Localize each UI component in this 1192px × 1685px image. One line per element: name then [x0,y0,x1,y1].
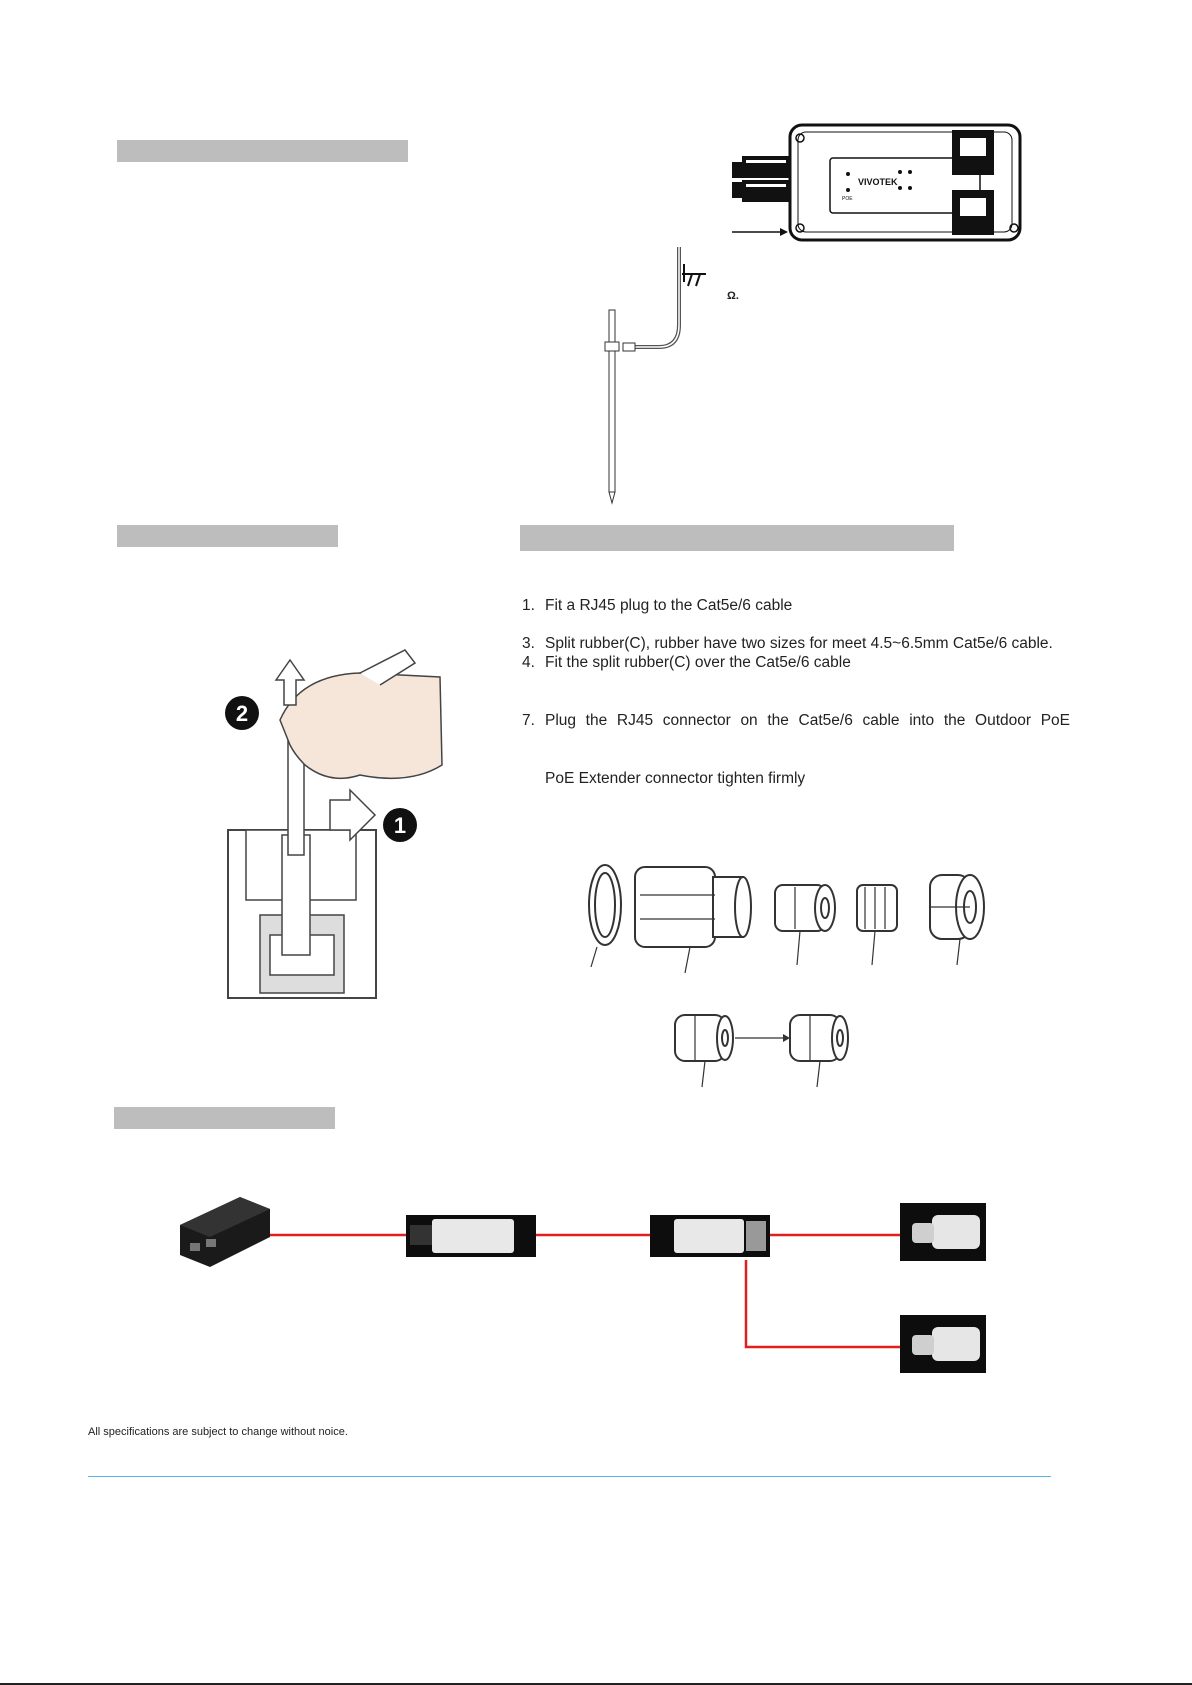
step-4: 4. Fit the split rubber(C) over the Cat5e… [522,653,851,672]
footer-disclaimer: All specifications are subject to change… [88,1426,348,1438]
step-3: 3. Split rubber(C), rubber have two sizes… [522,634,1053,653]
ground-symbol-icon [682,264,706,287]
step-7-continued: PoE Extender connector tighten firmly [545,769,805,788]
rj45-removal-illustration: 2 1 [225,649,443,999]
step-number: 1. [522,597,535,614]
poe-extender-device-illustration: VIVOTEK POE [732,123,1022,242]
application-diagram [180,1197,986,1373]
section-header-bar-rj45 [117,525,338,547]
bullet-camera-icon [900,1315,986,1373]
step-text: Plug the RJ45 connector on the Cat5e/6 c… [545,712,1070,729]
step-7: 7. Plug the RJ45 connector on the Cat5e/6… [522,711,1070,730]
section-header-bar-application [114,1107,335,1129]
callout-2: 2 [236,701,248,726]
section-header-bar-installation [520,525,954,551]
step-text: PoE Extender connector tighten firmly [545,770,806,787]
device-brand-logo: VIVOTEK [858,177,898,187]
step-number: 7. [522,712,535,729]
ground-rod-illustration [604,247,681,505]
poe-extender-icon [406,1215,536,1257]
step-number: 3. [522,635,535,652]
device-poe-label: POE [842,196,853,202]
step-text: Fit a RJ45 plug to the Cat5e/6 cable [545,597,793,614]
step-1: 1. Fit a RJ45 plug to the Cat5e/6 cable [522,596,792,615]
ground-resistance-note: Ω. [727,290,739,302]
page-bottom-rule [0,1683,1192,1685]
step-number: 4. [522,654,535,671]
step-text: Fit the split rubber(C) over the Cat5e/6… [545,654,851,671]
poe-injector-icon [180,1197,270,1267]
bullet-camera-icon [900,1203,986,1261]
footer-rule [88,1476,1051,1477]
callout-1: 1 [394,813,406,838]
step-text: Split rubber(C), rubber have two sizes f… [545,635,1053,652]
poe-extender-icon [650,1215,770,1257]
cable-gland-parts-illustration [588,864,985,1088]
section-header-bar-grounding [117,140,408,162]
